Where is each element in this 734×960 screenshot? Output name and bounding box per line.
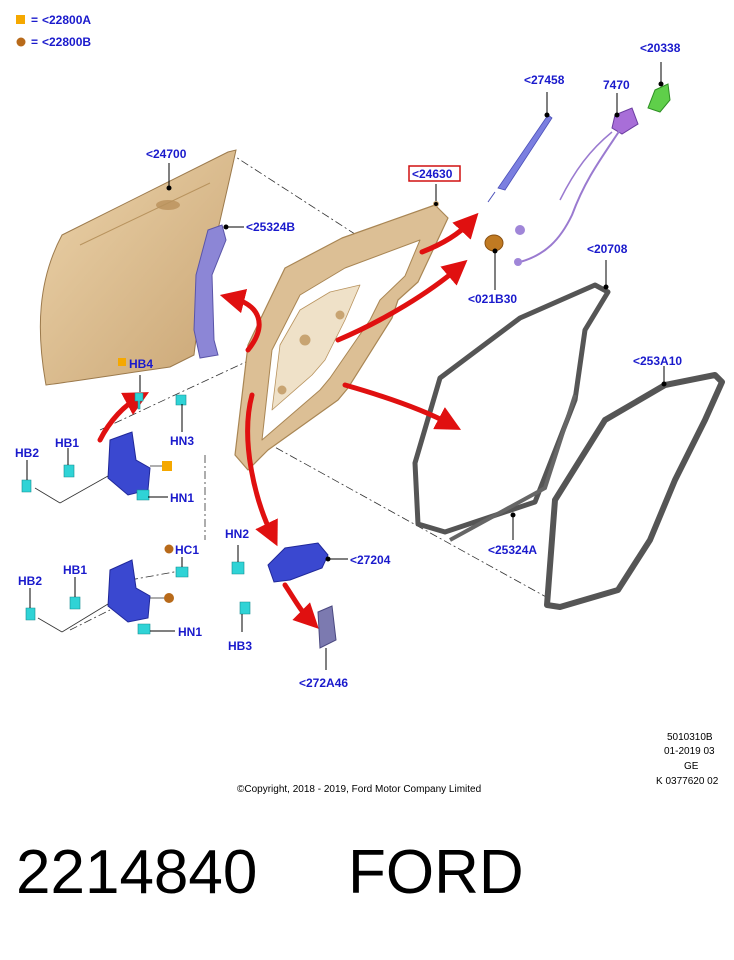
door-seal-253A10 xyxy=(544,366,725,610)
label-7470: 7470 xyxy=(603,78,630,92)
meta-region: GE xyxy=(684,761,699,772)
part-number: 2214840 xyxy=(16,838,258,907)
label-hb1-top: HB1 xyxy=(55,436,79,450)
label-24630: <24630 xyxy=(412,167,453,181)
document-meta: 5010310B 01-2019 03 GE K 0377620 02 ©Cop… xyxy=(237,732,719,795)
label-021B30: <021B30 xyxy=(468,292,517,306)
label-hn2: HN2 xyxy=(225,527,249,541)
label-hc1: HC1 xyxy=(175,543,199,557)
meta-date: 01-2019 03 xyxy=(664,746,715,757)
label-hb4: HB4 xyxy=(129,357,153,371)
outer-door-panel xyxy=(39,149,237,386)
label-272A46: <272A46 xyxy=(299,676,348,690)
callout-labels: <24700 <25324B <24630 <27458 7470 <20338… xyxy=(15,41,682,690)
label-hb2-bottom: HB2 xyxy=(18,574,42,588)
label-253A10: <253A10 xyxy=(633,354,682,368)
label-25324B: <25324B xyxy=(246,220,295,234)
legend-square-icon xyxy=(16,15,25,24)
door-seal-20708 xyxy=(412,260,611,535)
label-24700: <24700 xyxy=(146,147,187,161)
legend-ref-b: <22800B xyxy=(42,35,91,49)
label-20708: <20708 xyxy=(587,242,628,256)
legend: = <22800A = <22800B xyxy=(16,13,91,49)
lower-hinge-group xyxy=(25,544,189,635)
trim-bracket xyxy=(193,224,244,359)
handle-cable-assembly xyxy=(514,93,639,266)
label-hn1-top: HN1 xyxy=(170,491,194,505)
highlight-box xyxy=(408,165,461,182)
label-25324A: <25324A xyxy=(488,543,537,557)
legend-eq-a: = xyxy=(31,13,38,27)
copyright-notice: ©Copyright, 2018 - 2019, Ford Motor Comp… xyxy=(237,784,481,795)
legend-ref-a: <22800A xyxy=(42,13,91,27)
door-latch xyxy=(647,62,671,113)
upper-hinge-group xyxy=(21,358,187,504)
seal-strip-25324A xyxy=(449,394,577,542)
label-27458: <27458 xyxy=(524,73,565,87)
check-strap-group xyxy=(231,542,348,670)
window-run-channel xyxy=(487,92,553,203)
label-27204: <27204 xyxy=(350,553,391,567)
brand-name: FORD xyxy=(348,838,524,907)
label-hn1-bottom: HN1 xyxy=(178,625,202,639)
explode-arrows xyxy=(97,212,479,629)
meta-ref: K 0377620 02 xyxy=(656,776,719,787)
legend-eq-b: = xyxy=(31,35,38,49)
legend-circle-icon xyxy=(16,37,26,47)
grommet xyxy=(484,234,504,290)
label-20338: <20338 xyxy=(640,41,681,55)
label-hn3: HN3 xyxy=(170,434,194,448)
label-hb3: HB3 xyxy=(228,639,252,653)
label-hb2-top: HB2 xyxy=(15,446,39,460)
exploded-door-diagram: = <22800A = <22800B xyxy=(15,13,725,795)
label-hb1-bottom: HB1 xyxy=(63,563,87,577)
meta-code: 5010310B xyxy=(667,732,713,743)
